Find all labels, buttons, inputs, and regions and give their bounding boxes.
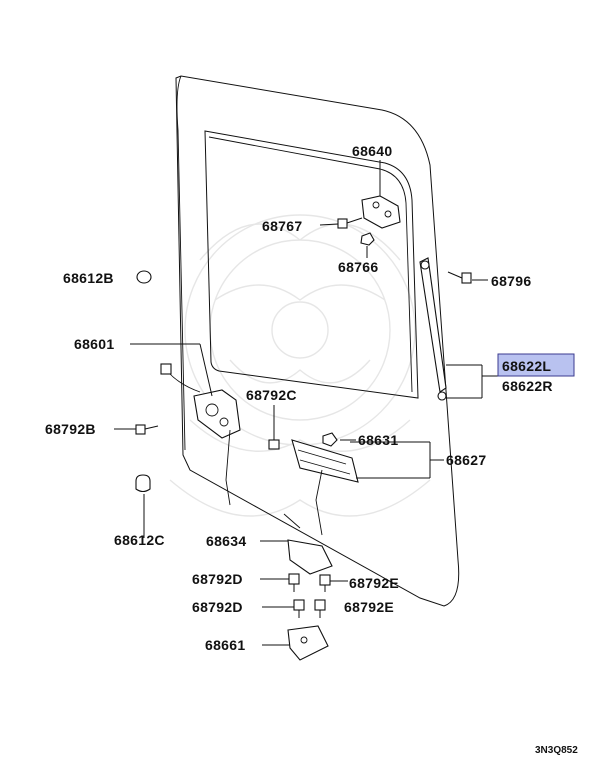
plug-68612b: [136, 270, 152, 284]
gas-stay-part: [419, 257, 498, 401]
callout-label-68792b[interactable]: 68792B: [45, 421, 96, 437]
callout-label-68792e-upper[interactable]: 68792E: [349, 575, 399, 591]
callout-label-68622l[interactable]: 68622L: [502, 358, 551, 374]
plug-68612c: [135, 474, 151, 538]
striker-part: [262, 625, 329, 661]
door-lock-actuator: [130, 343, 241, 506]
door-latch-part: [260, 513, 333, 575]
callout-label-68640[interactable]: 68640: [352, 143, 392, 159]
highlight-box: [497, 353, 575, 377]
callout-label-68792d-lower[interactable]: 68792D: [192, 599, 243, 615]
callout-label-68796[interactable]: 68796: [491, 273, 531, 289]
callout-label-68612c[interactable]: 68612C: [114, 532, 165, 548]
callout-label-68792e-lower[interactable]: 68792E: [344, 599, 394, 615]
door-handle-part: [291, 439, 444, 536]
callout-label-68612b[interactable]: 68612B: [63, 270, 114, 286]
callout-label-68661[interactable]: 68661: [205, 637, 245, 653]
bolt-68792e-lower: [314, 599, 326, 618]
callout-label-68792c[interactable]: 68792C: [246, 387, 297, 403]
bolt-68796: [447, 271, 488, 284]
callout-label-68622r[interactable]: 68622R: [502, 378, 553, 394]
watermark-emblem: [169, 214, 431, 517]
hinge-part: [361, 160, 401, 229]
callout-label-68631[interactable]: 68631: [358, 432, 398, 448]
callout-label-68792d-upper[interactable]: 68792D: [192, 571, 243, 587]
diagram-reference-code: 3N3Q852: [535, 745, 578, 756]
bolt-68767: [319, 217, 363, 229]
bolt-68792d-lower: [262, 599, 305, 618]
bolt-68792d-upper: [260, 573, 300, 592]
callout-label-68767[interactable]: 68767: [262, 218, 302, 234]
bolt-68792e-upper: [319, 574, 348, 592]
rear-door-panel: [175, 75, 460, 607]
callout-label-68634[interactable]: 68634: [206, 533, 246, 549]
nut-68631: [322, 432, 338, 447]
callout-label-68766[interactable]: 68766: [338, 259, 378, 275]
callout-label-68601[interactable]: 68601: [74, 336, 114, 352]
callout-label-68627[interactable]: 68627: [446, 452, 486, 468]
bolt-68792b: [114, 424, 159, 435]
bolt-68792c: [268, 405, 280, 450]
nut-68766: [360, 232, 375, 258]
